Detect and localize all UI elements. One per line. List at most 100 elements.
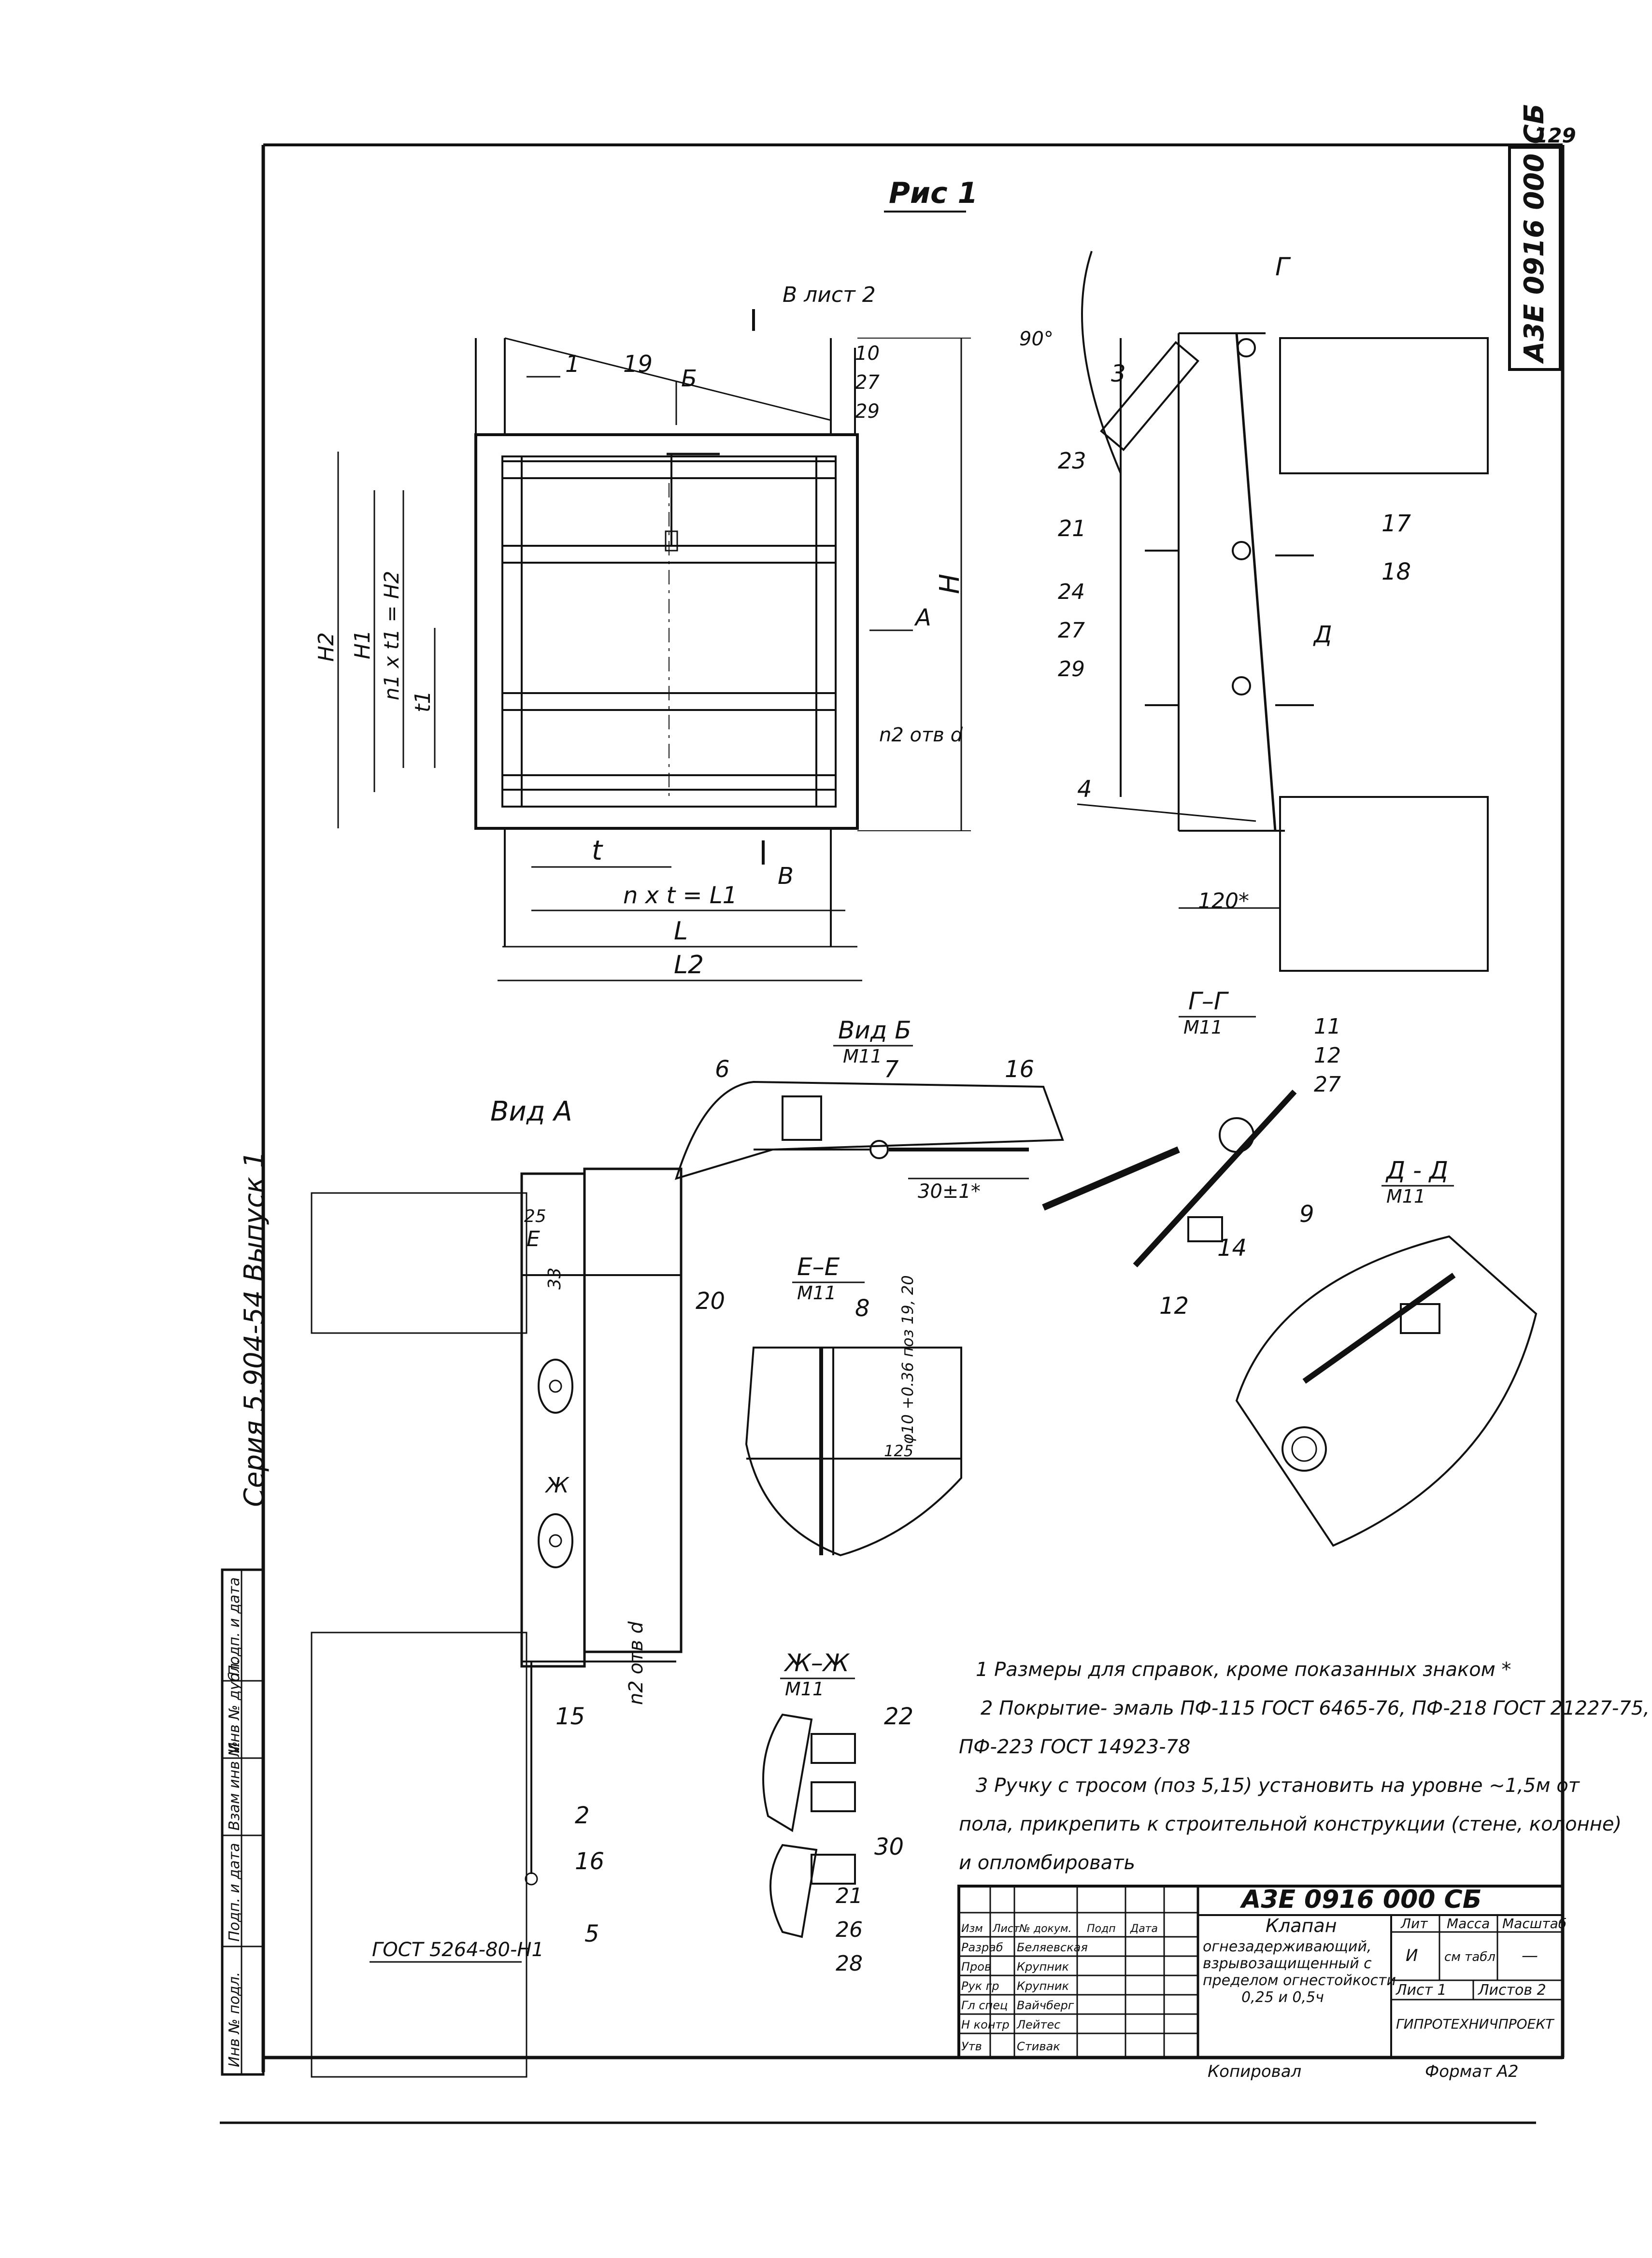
pos-17: 17 xyxy=(1381,510,1411,537)
pos-12b: 12 xyxy=(1159,1292,1189,1320)
footer-format: Формат А2 xyxy=(1425,2062,1519,2081)
pos-7: 7 xyxy=(884,1056,899,1083)
tb-person-5: Лейтес xyxy=(1016,2018,1060,2031)
dd-scale: М11 xyxy=(1386,1186,1425,1207)
tb-sheet: Лист 1 xyxy=(1396,1982,1447,1999)
tb-person-2: Крупник xyxy=(1017,1960,1069,1974)
tb-code: А3Е 0916 000 СБ xyxy=(1239,1885,1481,1914)
dim-L: L xyxy=(674,917,688,946)
holes-label: n2 отв d xyxy=(879,724,963,746)
pos-29: 29 xyxy=(855,400,880,423)
tb-org: ГИПРОТЕХНИЧПРОЕКТ xyxy=(1396,2016,1554,2032)
pos-23: 23 xyxy=(1058,448,1086,474)
pos-29b: 29 xyxy=(1058,657,1085,682)
gg-title: Г–Г xyxy=(1188,987,1229,1015)
dim-H2-label: H2 xyxy=(314,632,339,662)
pos-3: 3 xyxy=(1111,360,1126,387)
angle-90: 90° xyxy=(1019,328,1054,350)
zhzh-scale: М11 xyxy=(785,1678,824,1700)
section-gg: Г–Г М11 11 12 27 9 14 12 xyxy=(1042,987,1341,1320)
dim-t1: t1 xyxy=(411,691,435,712)
pos-15: 15 xyxy=(555,1703,585,1730)
note-line-5: пола, прикрепить к строительной конструк… xyxy=(959,1813,1622,1835)
dim-L2: L2 xyxy=(674,951,704,980)
pos-11: 11 xyxy=(1314,1014,1341,1039)
note-line-3: ПФ-223 ГОСТ 14923-78 xyxy=(959,1736,1190,1758)
pos-12: 12 xyxy=(1314,1043,1341,1068)
ee-scale: М11 xyxy=(797,1282,836,1304)
pos-21: 21 xyxy=(1058,515,1086,541)
tb-name-1: Клапан xyxy=(1266,1915,1337,1936)
pos-22: 22 xyxy=(884,1703,913,1730)
gost-ref: ГОСТ 5264-80-Н1 xyxy=(372,1939,544,1961)
pos-10: 10 xyxy=(855,342,880,365)
stamp-3: Взам инв № xyxy=(226,1741,243,1831)
tb-lit-label: Лит xyxy=(1400,1916,1428,1931)
pos-27: 27 xyxy=(855,371,880,394)
gg-scale: М11 xyxy=(1183,1017,1223,1038)
pos-27c: 27 xyxy=(1314,1072,1341,1097)
d-mark: Д xyxy=(1313,621,1332,648)
dim-120: 120* xyxy=(1198,889,1249,913)
zh-mark: Ж xyxy=(544,1473,570,1498)
tb-scale-value: — xyxy=(1522,1946,1538,1965)
dim-phi: φ10 +0.36 поз 19, 20 xyxy=(898,1275,917,1444)
view-b-mark: Б xyxy=(681,365,697,392)
dim-t: t xyxy=(592,835,603,866)
dim-H: H xyxy=(934,574,966,594)
note-line-2: 2 Покрытие- эмаль ПФ-115 ГОСТ 6465-76, П… xyxy=(981,1697,1650,1719)
dim-30: 30±1* xyxy=(918,1180,981,1203)
dim-25: 25 xyxy=(524,1207,546,1226)
tb-scale-label: Масштаб xyxy=(1502,1916,1567,1931)
stamp-1: Инв № подл. xyxy=(226,1972,243,2067)
pos-26: 26 xyxy=(836,1917,863,1942)
pos-19: 19 xyxy=(623,351,653,378)
tb-name-4: пределом огнестойкости xyxy=(1203,1972,1396,1989)
tb-person-3: Крупник xyxy=(1017,1979,1069,1993)
view-a-mark: А xyxy=(914,604,931,631)
doc-code-vertical: А3Е 0916 000 СБ xyxy=(1519,103,1550,364)
pos-5: 5 xyxy=(584,1920,599,1947)
note-line-1: 1 Размеры для справок, кроме показанных … xyxy=(976,1659,1511,1681)
view-b-scale: М11 xyxy=(843,1046,882,1067)
view-a: Вид А 25 33 Е Ж n2 отв d ГОСТ 5264-80-Н1… xyxy=(311,1096,725,2078)
dim-H2-formula: n1 x t1 = H2 xyxy=(380,571,403,700)
tb-person-4: Вайчберг xyxy=(1017,1999,1074,2012)
note-line-4: 3 Ручку с тросом (поз 5,15) установить н… xyxy=(976,1775,1581,1797)
footer-copied: Копировал xyxy=(1208,2062,1301,2081)
side-stamp: Инв № подл. Подп. и дата Взам инв № Инв … xyxy=(221,1568,265,2076)
pos-30: 30 xyxy=(874,1833,904,1860)
stamp-2: Подп. и дата xyxy=(226,1843,243,1942)
tb-name-2: огнезадерживающий, xyxy=(1203,1938,1371,1955)
dim-33: 33 xyxy=(545,1267,565,1290)
side-section: 120* 90° Г Д 3 23 21 24 27 29 17 18 4 xyxy=(1019,251,1489,972)
doc-code-box: А3Е 0916 000 СБ xyxy=(1508,103,1562,371)
pos-21b: 21 xyxy=(836,1884,863,1908)
figure-title: Рис 1 xyxy=(889,176,978,210)
tb-head-sign: Подп xyxy=(1087,1923,1116,1935)
tb-person-6: Стивак xyxy=(1017,2040,1060,2053)
dim-L1-formula: n x t = L1 xyxy=(623,882,737,909)
section-zhzh: Ж–Ж М11 22 30 21 26 28 xyxy=(762,1649,913,1976)
section-ee: Е–Е М11 φ10 +0.36 поз 19, 20 125 8 xyxy=(745,1253,962,1557)
tb-head-izm: Изм xyxy=(961,1923,983,1935)
pos-20: 20 xyxy=(696,1288,725,1315)
view-a-title: Вид А xyxy=(490,1096,572,1127)
pos-6: 6 xyxy=(715,1056,730,1083)
tb-role-2: Пров xyxy=(961,1960,991,1974)
note-line-6: и опломбировать xyxy=(959,1852,1135,1874)
tb-head-date: Дата xyxy=(1130,1923,1158,1935)
tb-sheets: Листов 2 xyxy=(1478,1982,1546,1999)
zhzh-title: Ж–Ж xyxy=(783,1649,850,1677)
tb-person-1: Беляевская xyxy=(1017,1941,1088,1954)
pos-1: 1 xyxy=(565,351,580,378)
pos-27b: 27 xyxy=(1058,618,1085,643)
tb-role-1: Разраб xyxy=(961,1941,1003,1954)
pos-9: 9 xyxy=(1299,1201,1314,1228)
e-mark: Е xyxy=(527,1227,540,1251)
tb-mass-value: см табл xyxy=(1444,1950,1495,1964)
title-block: А3Е 0916 000 СБ Клапан огнезадерживающий… xyxy=(957,1885,1567,2059)
section-v-mark: В xyxy=(778,863,794,890)
tb-mass-label: Масса xyxy=(1447,1916,1490,1931)
tb-head-doc: № докум. xyxy=(1019,1923,1071,1935)
